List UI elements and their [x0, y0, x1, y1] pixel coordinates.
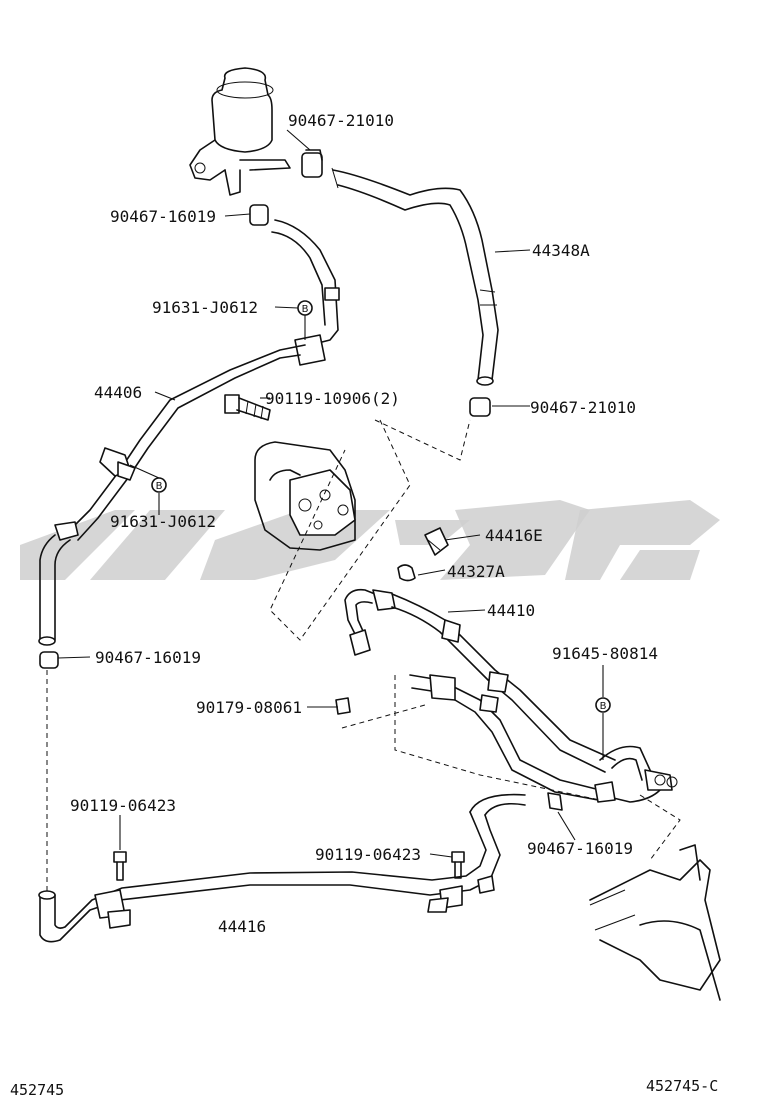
hose-clamp-mid — [469, 397, 491, 417]
hose-clamp-top — [301, 149, 323, 178]
label-44416: 44416 — [218, 917, 266, 936]
label-90467-21010-top: 90467-21010 — [288, 111, 394, 130]
footer-code-left: 452745 — [10, 1081, 64, 1099]
bolt-90119-10906 — [224, 394, 271, 421]
circle-marker-b-right: B — [595, 697, 611, 713]
svg-text:B: B — [302, 304, 309, 315]
circle-marker-b-mid: B — [151, 477, 167, 493]
part-labels: 90467-21010 90467-16019 44348A 91631-J06… — [70, 111, 658, 936]
power-steering-pump — [254, 441, 356, 551]
label-90467-16019-right: 90467-16019 — [527, 839, 633, 858]
return-hose-44348A — [331, 167, 499, 386]
hose-clamp-left — [39, 651, 59, 669]
label-44327A: 44327A — [447, 562, 505, 581]
label-44348A: 44348A — [532, 241, 590, 260]
label-90467-21010-mid: 90467-21010 — [530, 398, 636, 417]
circle-marker-b-top: B — [297, 300, 313, 316]
label-91631-J0612-top: 91631-J0612 — [152, 298, 258, 317]
pressure-hose-44410 — [344, 588, 678, 803]
pressure-tube-44406 — [38, 219, 340, 646]
label-44416E: 44416E — [485, 526, 543, 545]
svg-text:B: B — [600, 701, 607, 712]
pump-dashed-outline — [269, 419, 411, 641]
label-90467-16019-left: 90467-16019 — [95, 648, 201, 667]
pipe-dashed-outline — [394, 675, 601, 801]
label-91631-J0612-mid: 91631-J0612 — [110, 512, 216, 531]
gear-dashed-link — [639, 794, 681, 861]
label-44410: 44410 — [487, 601, 535, 620]
label-44406: 44406 — [94, 383, 142, 402]
label-90467-16019-top: 90467-16019 — [110, 207, 216, 226]
bolt-90119-06423-mid — [451, 851, 465, 879]
union-bolt-44416E — [424, 527, 449, 556]
label-91645-80814: 91645-80814 — [552, 644, 658, 663]
label-90119-10906: 90119-10906(2) — [265, 389, 400, 408]
steering-gear-box — [589, 844, 721, 1001]
leader-lines — [57, 129, 604, 858]
return-dashed-link — [374, 419, 471, 461]
gasket-44327A — [397, 564, 416, 582]
svg-text:B: B — [156, 481, 163, 492]
bolt-90119-06423-left — [113, 851, 127, 881]
hose-clamp-right — [547, 792, 563, 811]
nut-dashed-link — [341, 704, 426, 729]
footer-code-right: 452745-C — [646, 1077, 718, 1095]
nut-90179-08061 — [335, 697, 351, 715]
hose-clamp-left-top — [249, 204, 269, 226]
label-90119-06423-mid: 90119-06423 — [315, 845, 421, 864]
return-tube-44416 — [38, 793, 526, 943]
reservoir-tank — [189, 67, 291, 196]
label-90179-08061: 90179-08061 — [196, 698, 302, 717]
label-90119-06423-left: 90119-06423 — [70, 796, 176, 815]
